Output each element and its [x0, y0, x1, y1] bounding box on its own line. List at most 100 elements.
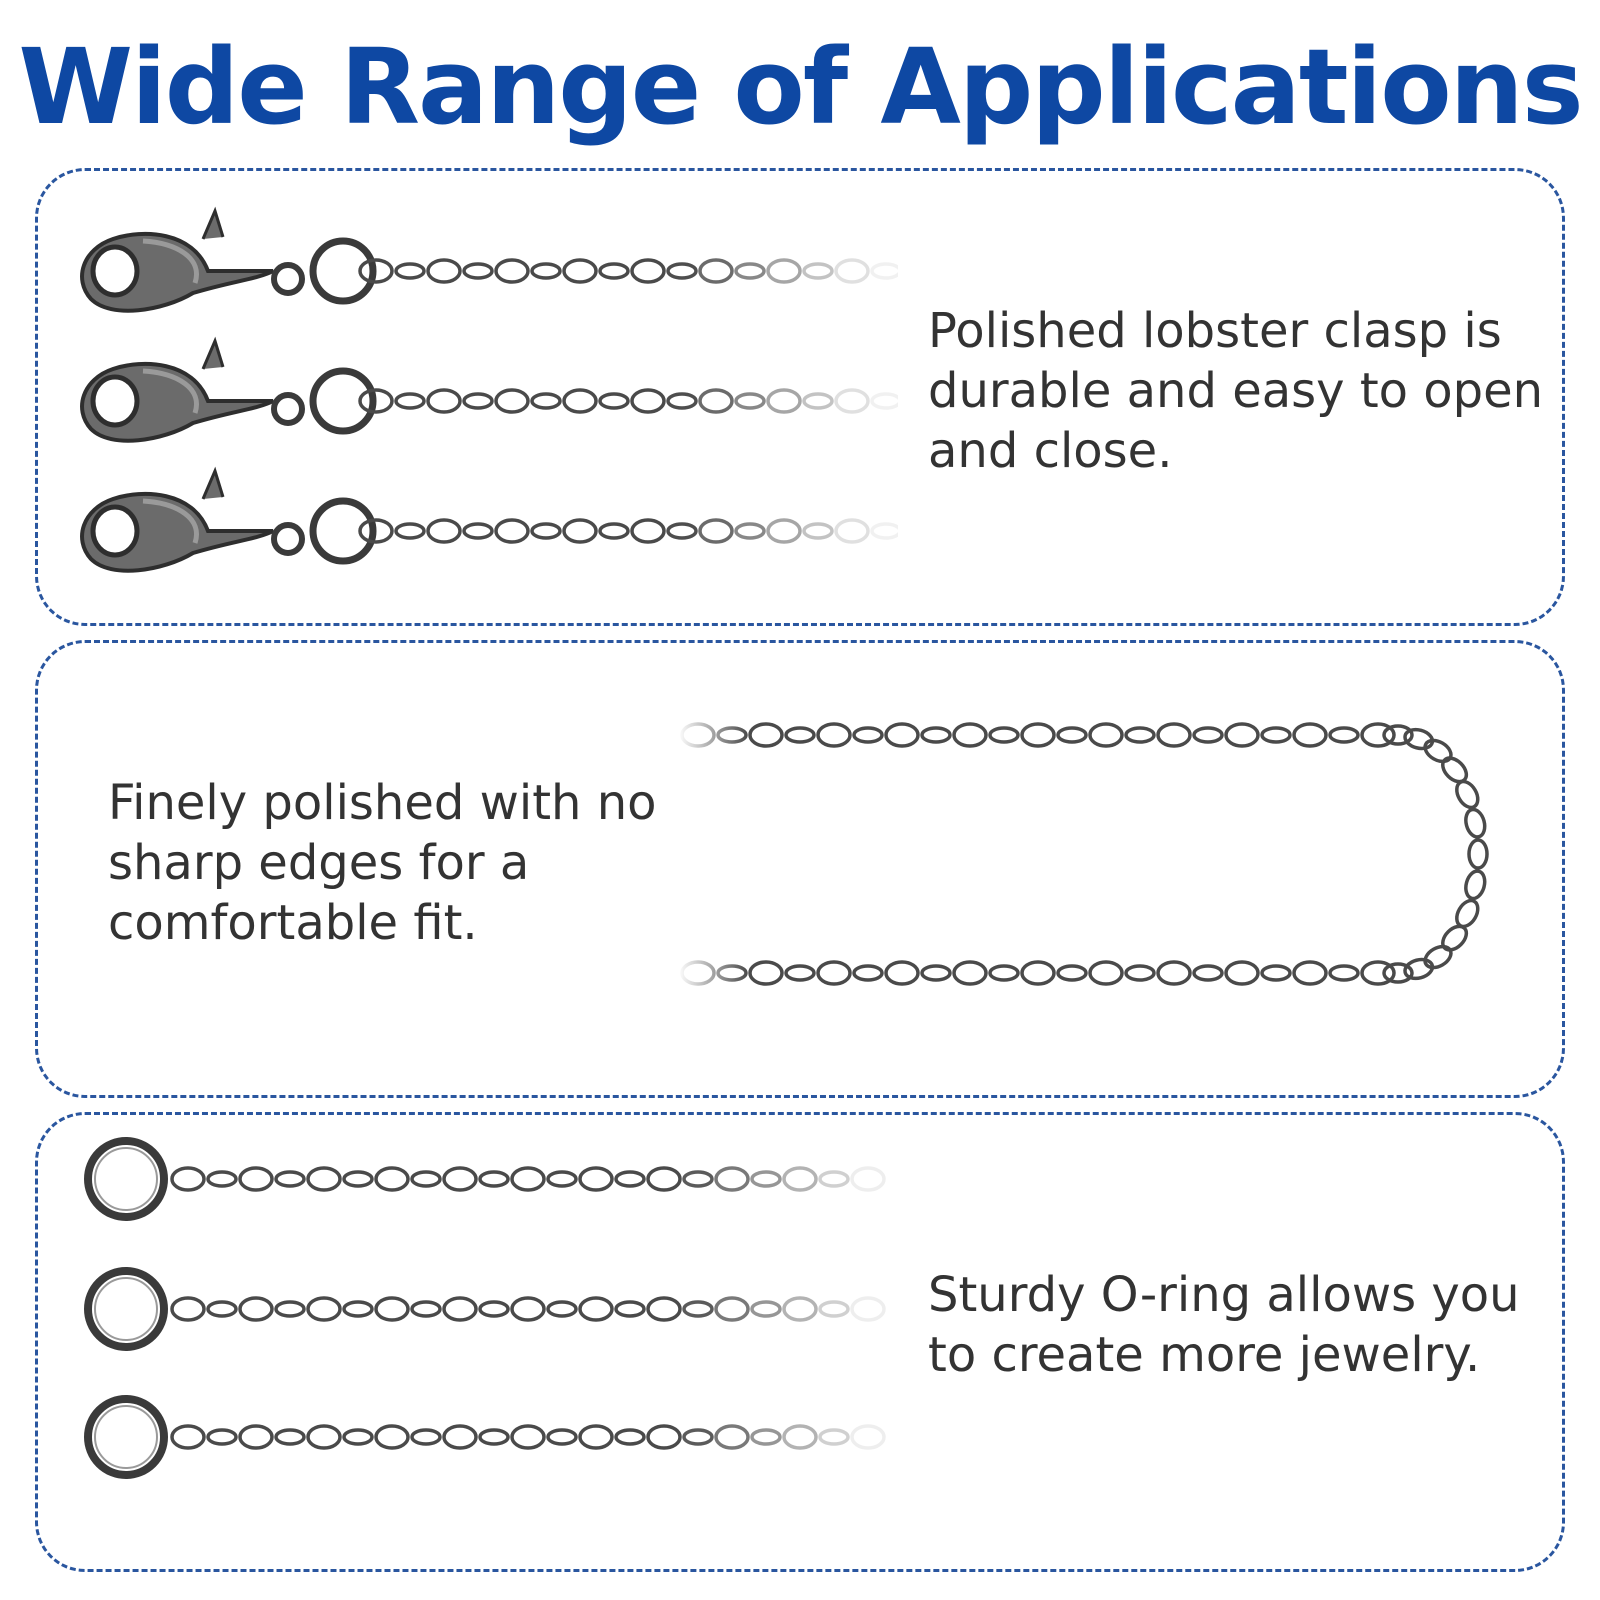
lobster-clasp-chain-icon	[38, 171, 898, 629]
chain-link	[850, 1424, 886, 1450]
chain-link	[306, 1166, 342, 1192]
chain-link	[850, 1296, 886, 1322]
chain-link	[510, 1296, 546, 1322]
chain	[170, 1296, 886, 1322]
chain-link	[1328, 964, 1360, 982]
chain-link	[1260, 964, 1292, 982]
chain-link	[630, 388, 666, 414]
chain-link	[462, 522, 494, 540]
chain-link	[666, 262, 698, 280]
chain-link	[714, 1424, 750, 1450]
chain-link	[884, 722, 920, 748]
chain-link	[682, 1300, 714, 1318]
chain-link	[170, 1166, 206, 1192]
chain-link	[834, 258, 870, 284]
chain-link	[802, 522, 834, 540]
chain-link	[1292, 722, 1328, 748]
chain-link	[358, 388, 394, 414]
chain-link	[1020, 960, 1056, 986]
chain-link	[698, 258, 734, 284]
chain-link	[510, 1424, 546, 1450]
chain-link	[834, 388, 870, 414]
chain	[680, 960, 1396, 986]
lobster-clasp-panel: Polished lobster clasp is durable and ea…	[35, 168, 1565, 626]
chain-link	[238, 1424, 274, 1450]
chain-link	[478, 1428, 510, 1446]
chain-link	[494, 258, 530, 284]
chain-link	[1156, 722, 1192, 748]
chain-link	[358, 258, 394, 284]
chain-link	[802, 392, 834, 410]
chain-link	[766, 388, 802, 414]
chain-link	[494, 388, 530, 414]
chain-link	[1455, 779, 1480, 810]
chain-link	[1360, 960, 1396, 986]
chain-link	[952, 960, 988, 986]
lobster-clasp	[82, 471, 373, 571]
chain	[680, 722, 1396, 748]
o-ring-panel: Sturdy O-ring allows you to create more …	[35, 1112, 1565, 1572]
chain-link	[818, 1170, 850, 1188]
chain-link	[682, 1428, 714, 1446]
lobster-clasp	[82, 211, 373, 311]
chain-link	[646, 1166, 682, 1192]
chain-link	[598, 262, 630, 280]
chain-link	[562, 388, 598, 414]
chain-link	[734, 262, 766, 280]
chain-link	[238, 1296, 274, 1322]
chain-link	[426, 388, 462, 414]
chain	[358, 518, 898, 544]
chain-link	[782, 1424, 818, 1450]
chain-link	[1088, 722, 1124, 748]
chain-link	[1464, 869, 1487, 901]
chain-link	[342, 1428, 374, 1446]
chain-link	[530, 522, 562, 540]
chain-link	[442, 1424, 478, 1450]
chain-link	[784, 726, 816, 744]
chain-link	[238, 1166, 274, 1192]
chain-link	[358, 518, 394, 544]
chain-link	[750, 1300, 782, 1318]
chain-link	[1056, 726, 1088, 744]
chain-link	[1328, 726, 1360, 744]
chain-link	[682, 1170, 714, 1188]
chain-link	[884, 960, 920, 986]
chain-link	[578, 1424, 614, 1450]
clasp-caption: Polished lobster clasp is durable and ea…	[928, 303, 1544, 479]
chain-link	[546, 1170, 578, 1188]
o-ring	[84, 1395, 168, 1479]
chain-link	[342, 1300, 374, 1318]
chain-link	[1056, 964, 1088, 982]
chain-link	[630, 258, 666, 284]
chain-link	[646, 1296, 682, 1322]
chain-link	[546, 1428, 578, 1446]
chain-link	[562, 258, 598, 284]
chain-link	[818, 1428, 850, 1446]
chain-link	[462, 392, 494, 410]
chain-link	[1360, 722, 1396, 748]
chain-link	[1441, 756, 1469, 784]
chain-link	[698, 518, 734, 544]
chain	[358, 258, 898, 284]
chain-link	[614, 1170, 646, 1188]
chain-link	[170, 1296, 206, 1322]
chain-link	[1124, 726, 1156, 744]
chain-link	[920, 726, 952, 744]
chain-link	[562, 518, 598, 544]
chain-link	[1467, 838, 1489, 870]
o-ring	[84, 1137, 168, 1221]
page-title: Wide Range of Applications	[18, 26, 1583, 148]
chain-link	[750, 1170, 782, 1188]
chain-link	[834, 518, 870, 544]
chain-link	[478, 1300, 510, 1318]
chain-link	[342, 1170, 374, 1188]
chain-link	[988, 964, 1020, 982]
chain-link	[818, 1300, 850, 1318]
chain-link	[734, 392, 766, 410]
o-ring	[84, 1267, 168, 1351]
chain-link	[802, 262, 834, 280]
chain-link	[1382, 724, 1414, 746]
chain-link	[494, 518, 530, 544]
chain-link	[646, 1424, 682, 1450]
chain-link	[698, 388, 734, 414]
